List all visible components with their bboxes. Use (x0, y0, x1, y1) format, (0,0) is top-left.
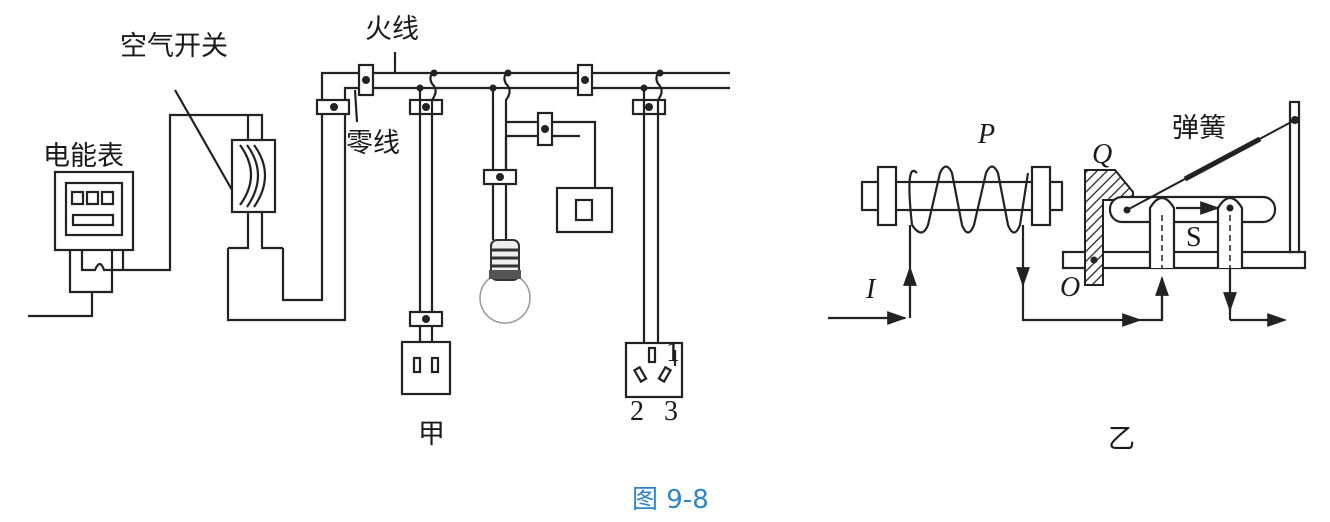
solenoid-coil (828, 165, 1169, 327)
wire-clamps (315, 63, 667, 116)
current-label-I: I (865, 274, 877, 305)
socket-pin-1-label: 1 (666, 337, 680, 368)
two-pin-socket (400, 69, 452, 396)
air-switch (174, 89, 283, 250)
base-plate (1061, 100, 1307, 270)
socket-pin-3-label: 3 (664, 396, 678, 427)
switch-label-S: S (1186, 222, 1202, 253)
neutral-wire (226, 86, 730, 322)
live-wire (281, 71, 730, 302)
spring-label: 弹簧 (1172, 113, 1226, 144)
figure-caption: 图 9-8 (632, 485, 709, 515)
figure-a-sublabel: 甲 (418, 419, 445, 450)
pivot-label-O: O (1060, 272, 1080, 303)
electromagnetic-breaker-diagram: P Q 弹簧 S I O 乙 (828, 100, 1307, 455)
socket-pin-2-label: 2 (630, 396, 644, 427)
spring (1126, 119, 1296, 211)
coil-label-P: P (977, 119, 995, 150)
iron-label-Q: Q (1092, 139, 1112, 170)
meter-label: 电能表 (43, 141, 124, 172)
air-switch-label: 空气开关 (120, 31, 228, 62)
neutral-label-leader (353, 89, 359, 123)
light-bulb (479, 239, 531, 324)
three-pin-socket: 1 2 3 (624, 69, 684, 427)
lamp-and-switch (479, 69, 614, 324)
figure-b-sublabel: 乙 (1108, 424, 1135, 455)
live-wire-label: 火线 (365, 14, 419, 45)
neutral-wire-label: 零线 (346, 128, 400, 159)
electric-meter (28, 113, 264, 318)
household-circuit-diagram: 1 2 3 火线 零线 空气开关 电能表 甲 (28, 14, 730, 450)
